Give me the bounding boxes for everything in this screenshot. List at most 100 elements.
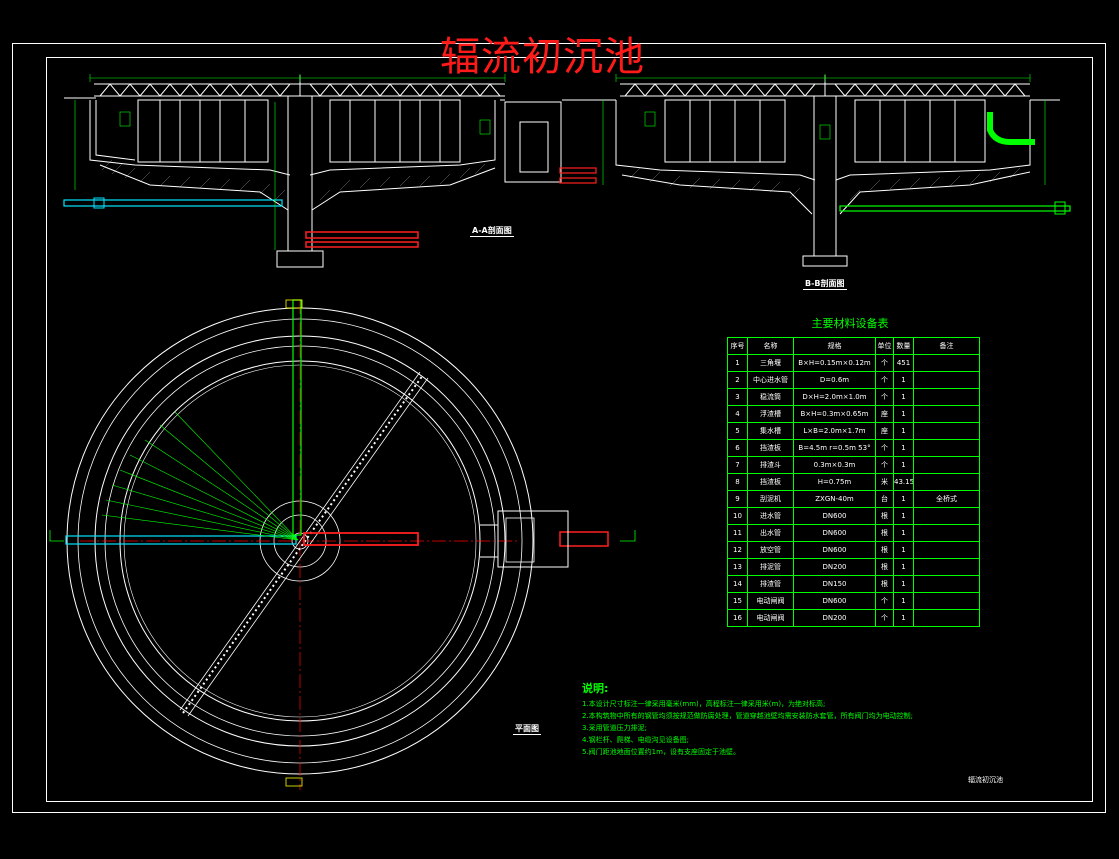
section-b-hatch xyxy=(629,167,1021,201)
table-cell xyxy=(913,558,980,576)
plan-label: 平面图 xyxy=(513,724,541,735)
table-header-row: 序号 名称 规格 单位 数量 备注 xyxy=(727,337,980,355)
notes-title: 说明: xyxy=(582,682,609,695)
table-cell: 电动闸阀 xyxy=(747,609,794,627)
table-cell: 座 xyxy=(875,405,894,423)
table-cell: 电动闸阀 xyxy=(747,592,794,610)
table-cell: 排渣管 xyxy=(747,575,794,593)
table-cell: 座 xyxy=(875,422,894,440)
header-unit: 单位 xyxy=(875,337,894,355)
drain-pipe-plan xyxy=(559,531,609,547)
table-cell xyxy=(913,388,980,406)
table-cell: 1 xyxy=(893,422,914,440)
table-cell: 1 xyxy=(893,439,914,457)
section-b-drawing xyxy=(590,75,1060,267)
table-cell: DN600 xyxy=(793,524,876,542)
inlet-pipe-a xyxy=(63,199,283,207)
table-cell: 根 xyxy=(875,507,894,525)
table-cell: 台 xyxy=(875,490,894,508)
table-cell: 5 xyxy=(727,422,748,440)
section-b-label: B-B剖面图 xyxy=(803,279,847,290)
inlet-pipe-plan xyxy=(65,535,297,545)
table-cell xyxy=(913,456,980,474)
drain-pipe-a xyxy=(559,167,597,174)
plan-view xyxy=(49,299,636,790)
table-cell: 个 xyxy=(875,439,894,457)
valve-b xyxy=(1054,201,1066,215)
table-cell: 4 xyxy=(727,405,748,423)
table-cell: 进水管 xyxy=(747,507,794,525)
section-b-pipes xyxy=(839,112,1071,215)
table-cell: 16 xyxy=(727,609,748,627)
overflow-pipe-b xyxy=(987,112,1035,145)
table-cell xyxy=(913,473,980,491)
table-cell: 米 xyxy=(875,473,894,491)
scraper-blades xyxy=(182,374,424,714)
table-cell: 个 xyxy=(875,371,894,389)
section-a-drawing xyxy=(64,75,590,268)
table-cell xyxy=(913,371,980,389)
table-cell: B=4.5m r=0.5m 53° xyxy=(793,439,876,457)
table-cell: B×H=0.15m×0.12m xyxy=(793,354,876,372)
table-cell: 1 xyxy=(893,405,914,423)
table-cell: 排渣斗 xyxy=(747,456,794,474)
table-cell: 根 xyxy=(875,541,894,559)
outlet-pipe-b xyxy=(839,205,1071,212)
table-cell xyxy=(913,422,980,440)
equipment-table-title: 主要材料设备表 xyxy=(811,317,889,330)
table-cell: 出水管 xyxy=(747,524,794,542)
table-cell: 1 xyxy=(893,524,914,542)
table-cell: 2 xyxy=(727,371,748,389)
table-cell: 根 xyxy=(875,558,894,576)
table-cell: 根 xyxy=(875,524,894,542)
table-cell: 15 xyxy=(727,592,748,610)
table-cell xyxy=(913,405,980,423)
table-cell: 稳流筒 xyxy=(747,388,794,406)
scraper-bridge xyxy=(179,371,421,711)
table-cell: DN200 xyxy=(793,609,876,627)
table-cell: 3 xyxy=(727,388,748,406)
table-cell: 放空管 xyxy=(747,541,794,559)
table-cell: ZXGN-40m xyxy=(793,490,876,508)
table-cell: D×H=2.0m×1.0m xyxy=(793,388,876,406)
section-a-label: A-A剖面图 xyxy=(470,226,514,237)
table-cell: 1 xyxy=(893,575,914,593)
table-cell: 个 xyxy=(875,354,894,372)
table-cell xyxy=(913,439,980,457)
header-name: 名称 xyxy=(747,337,794,355)
table-cell: 1 xyxy=(893,541,914,559)
section-a-hatch xyxy=(101,159,486,201)
table-cell xyxy=(913,592,980,610)
table-cell: 1 xyxy=(727,354,748,372)
table-cell: 8 xyxy=(727,473,748,491)
sludge-pipe-a2 xyxy=(305,241,419,248)
table-cell: 14 xyxy=(727,575,748,593)
header-qty: 数量 xyxy=(893,337,914,355)
table-cell xyxy=(913,524,980,542)
table-cell: 1 xyxy=(893,371,914,389)
table-cell: 浮渣槽 xyxy=(747,405,794,423)
note-line: 4.钢栏杆、爬梯、电缆沟见设备图; xyxy=(582,736,690,744)
note-line: 1.本设计尺寸标注一律采用毫米(mm)，高程标注一律采用米(m)，为绝对标高; xyxy=(582,700,826,708)
table-cell xyxy=(913,507,980,525)
valve-a xyxy=(93,197,105,209)
table-cell: 6 xyxy=(727,439,748,457)
table-cell: 1 xyxy=(893,490,914,508)
table-cell: 全桥式 xyxy=(913,490,980,508)
drawing-border xyxy=(46,57,1093,802)
scraper-bridge-edge xyxy=(187,377,429,717)
outer-border xyxy=(12,43,1106,813)
table-cell xyxy=(913,354,980,372)
drawing-name-label: 辐流初沉池 xyxy=(968,776,1003,784)
sludge-pipe-a xyxy=(305,231,419,239)
